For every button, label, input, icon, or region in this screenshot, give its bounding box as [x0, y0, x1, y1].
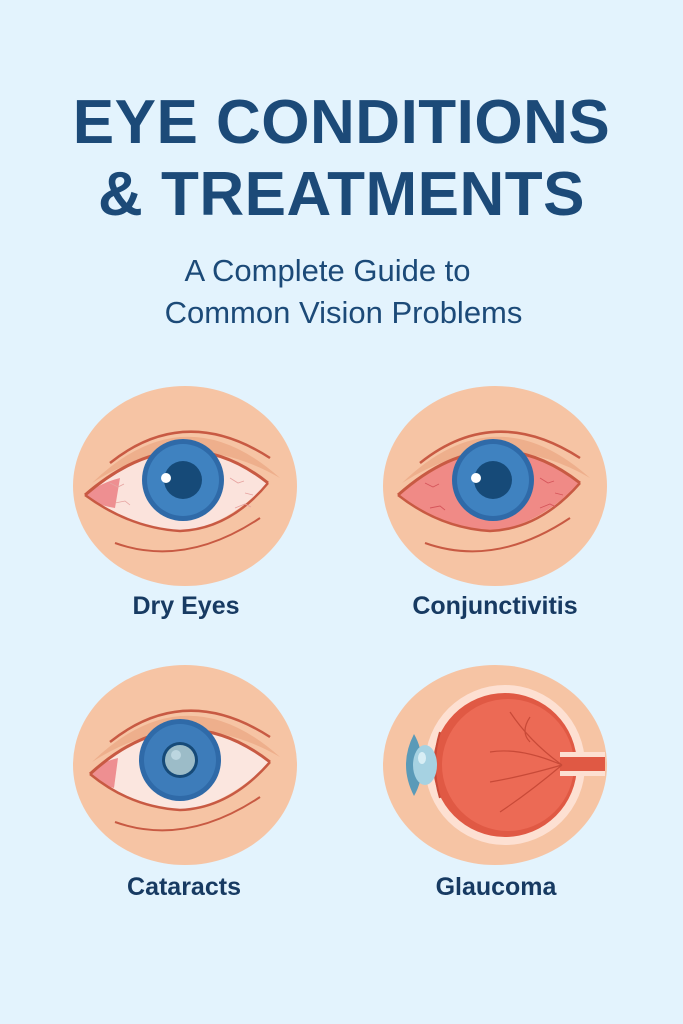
red-eye-icon — [380, 383, 610, 593]
condition-label-cataracts: Cataracts — [127, 873, 241, 901]
title-line-2: & TREATMENTS — [97, 160, 586, 229]
eyeball-cross-section-icon — [380, 662, 610, 872]
title-line-1: EYE CONDITIONS — [72, 88, 611, 157]
condition-label-glaucoma: Glaucoma — [435, 873, 557, 901]
cloudy-lens-eye-icon — [70, 662, 300, 872]
dry-eye-icon — [70, 383, 300, 593]
condition-label-conjunctivitis: Conjunctivitis — [412, 592, 578, 620]
condition-label-dry-eyes: Dry Eyes — [132, 592, 240, 620]
subtitle-line-1: A Complete Guide to — [184, 253, 471, 288]
subtitle-line-2: Common Vision Problems — [164, 295, 523, 330]
